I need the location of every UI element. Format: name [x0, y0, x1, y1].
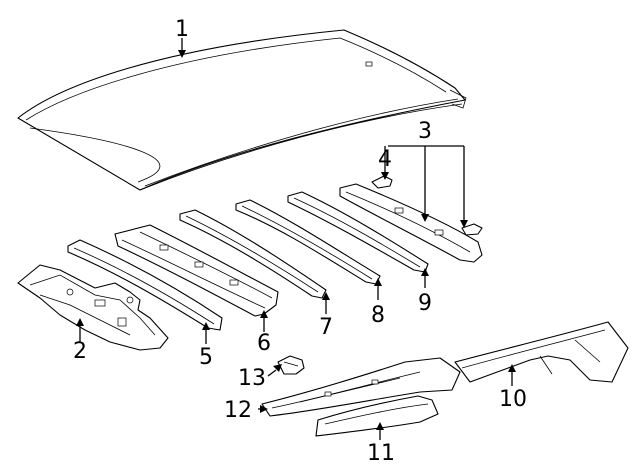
callout-13: 13 — [238, 366, 266, 391]
callout-5: 5 — [199, 345, 213, 370]
callout-8: 8 — [371, 303, 385, 328]
callout-labels: 1 2 3 4 5 6 7 8 9 10 11 12 13 — [73, 17, 527, 466]
roof-panel — [17, 29, 467, 191]
callout-11: 11 — [367, 441, 395, 466]
callout-2: 2 — [73, 339, 87, 364]
clip-4 — [371, 175, 393, 189]
side-rail-reinforcement-12 — [261, 357, 461, 417]
callout-6: 6 — [257, 331, 271, 356]
callout-10: 10 — [499, 387, 527, 412]
callout-1: 1 — [175, 17, 189, 42]
roof-bow-8 — [235, 199, 381, 285]
rear-header-panel — [339, 183, 483, 263]
bracket-13 — [277, 355, 305, 375]
roof-bow-7 — [179, 209, 327, 299]
inner-reinforcement-11 — [315, 395, 439, 437]
callout-12: 12 — [224, 398, 252, 423]
roof-bow-5 — [67, 239, 223, 331]
clip-3 — [461, 223, 483, 236]
front-header-panel — [17, 264, 169, 351]
callout-4: 4 — [378, 147, 392, 172]
roof-bow-6 — [114, 224, 279, 317]
callout-3: 3 — [418, 119, 432, 144]
side-rail-panel-10 — [454, 321, 629, 383]
roof-bow-9 — [287, 191, 429, 273]
callout-7: 7 — [319, 315, 333, 340]
leader-lines — [76, 38, 516, 440]
callout-9: 9 — [418, 291, 432, 316]
